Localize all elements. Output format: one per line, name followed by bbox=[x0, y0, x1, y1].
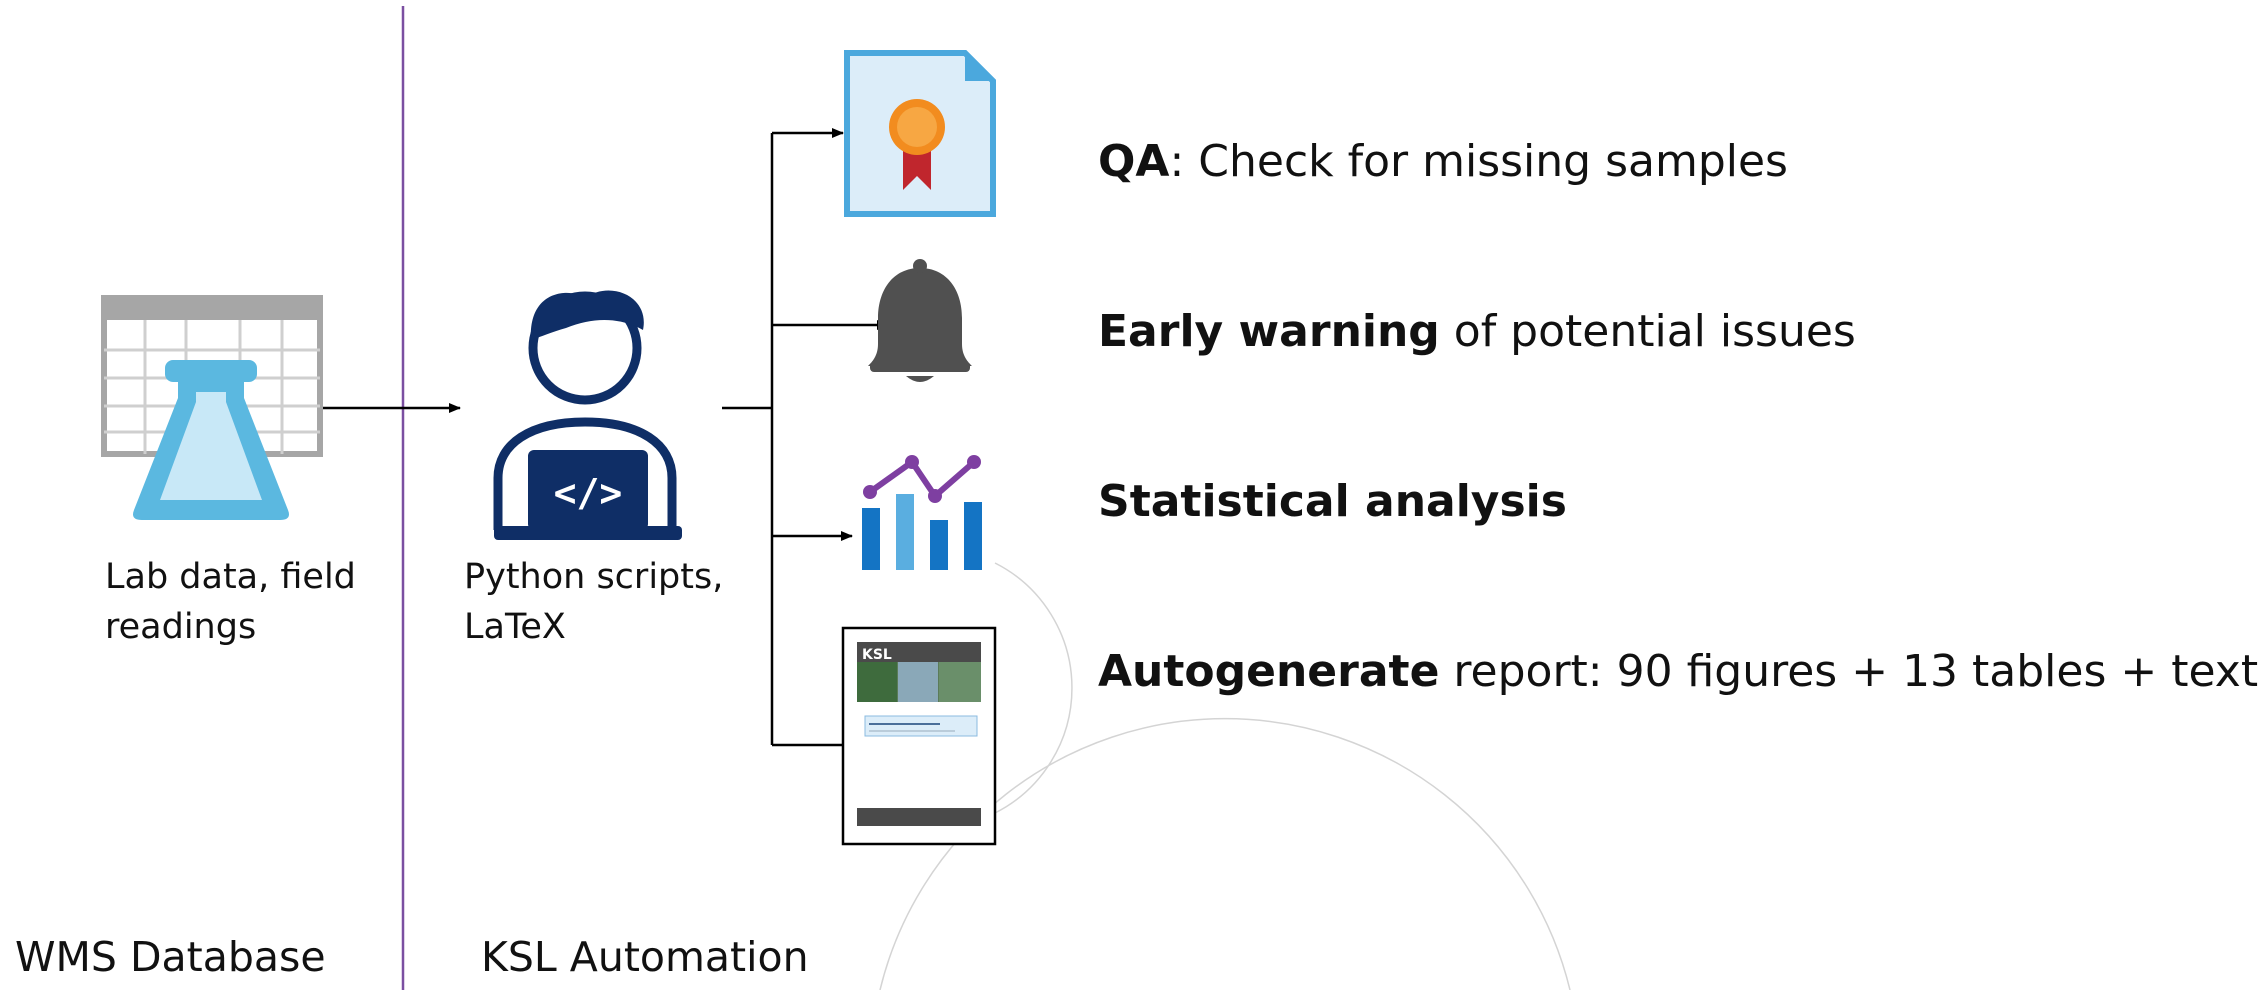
decorative-arc-large bbox=[879, 718, 1571, 990]
workflow-diagram: </> KSL bbox=[101, 6, 1571, 990]
developer-laptop-icon: </> bbox=[493, 290, 682, 540]
code-brackets-glyph: </> bbox=[554, 471, 623, 515]
output-qa-bold: QA bbox=[1098, 136, 1170, 187]
output-qa: QA: Check for missing samples bbox=[1098, 134, 1788, 190]
output-statistical-analysis: Statistical analysis bbox=[1098, 474, 1567, 530]
bell-icon bbox=[868, 259, 972, 382]
bar-line-chart-icon bbox=[862, 455, 982, 570]
report-logo-glyph: KSL bbox=[862, 647, 892, 663]
output-early-warning-text: of potential issues bbox=[1439, 306, 1856, 357]
output-autogenerate-report: Autogenerate report: 90 figures + 13 tab… bbox=[1098, 644, 2258, 700]
source-label-line1: Lab data, field bbox=[105, 557, 356, 597]
processor-label-line2: LaTeX bbox=[464, 607, 566, 647]
output-early-warning-bold: Early warning bbox=[1098, 306, 1440, 357]
output-autogenerate-report-bold: Autogenerate bbox=[1098, 646, 1440, 697]
lab-flask-table-icon bbox=[101, 295, 323, 520]
output-early-warning: Early warning of potential issues bbox=[1098, 304, 1856, 360]
section-title-wms-database: WMS Database bbox=[15, 933, 326, 981]
output-autogenerate-report-text: report: 90 figures + 13 tables + text bbox=[1439, 646, 2258, 697]
output-statistical-analysis-bold: Statistical analysis bbox=[1098, 476, 1567, 527]
report-document-icon: KSL bbox=[841, 626, 997, 846]
source-label-line2: readings bbox=[105, 607, 257, 647]
decorative-arc-small bbox=[994, 562, 1073, 814]
processor-label-line1: Python scripts, bbox=[464, 557, 724, 597]
section-title-ksl-automation: KSL Automation bbox=[481, 933, 809, 981]
processor-label: Python scripts, LaTeX bbox=[464, 552, 723, 652]
output-qa-text: : Check for missing samples bbox=[1169, 136, 1788, 187]
certificate-ribbon-icon bbox=[844, 50, 996, 217]
source-label: Lab data, field readings bbox=[105, 552, 356, 652]
